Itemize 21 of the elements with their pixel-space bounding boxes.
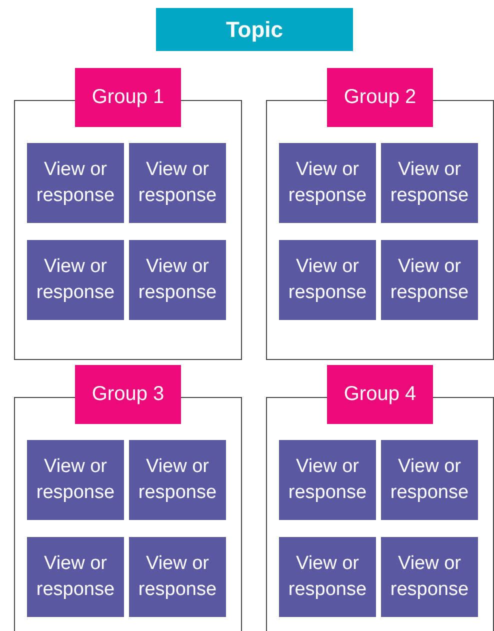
group-label: Group 1 <box>75 68 181 127</box>
response-box: View or response <box>381 440 478 520</box>
response-box: View or response <box>279 537 376 617</box>
response-box: View or response <box>381 240 478 320</box>
group-label: Group 3 <box>75 365 181 424</box>
response-box: View or response <box>27 143 124 223</box>
response-box: View or response <box>129 143 226 223</box>
response-box: View or response <box>27 440 124 520</box>
response-box: View or response <box>279 143 376 223</box>
topic-box: Topic <box>156 8 353 51</box>
response-box: View or response <box>129 240 226 320</box>
response-box: View or response <box>279 440 376 520</box>
response-box: View or response <box>27 537 124 617</box>
group-label: Group 4 <box>327 365 433 424</box>
group-label: Group 2 <box>327 68 433 127</box>
response-box: View or response <box>129 440 226 520</box>
response-box: View or response <box>381 537 478 617</box>
response-box: View or response <box>129 537 226 617</box>
response-box: View or response <box>279 240 376 320</box>
response-box: View or response <box>27 240 124 320</box>
response-box: View or response <box>381 143 478 223</box>
